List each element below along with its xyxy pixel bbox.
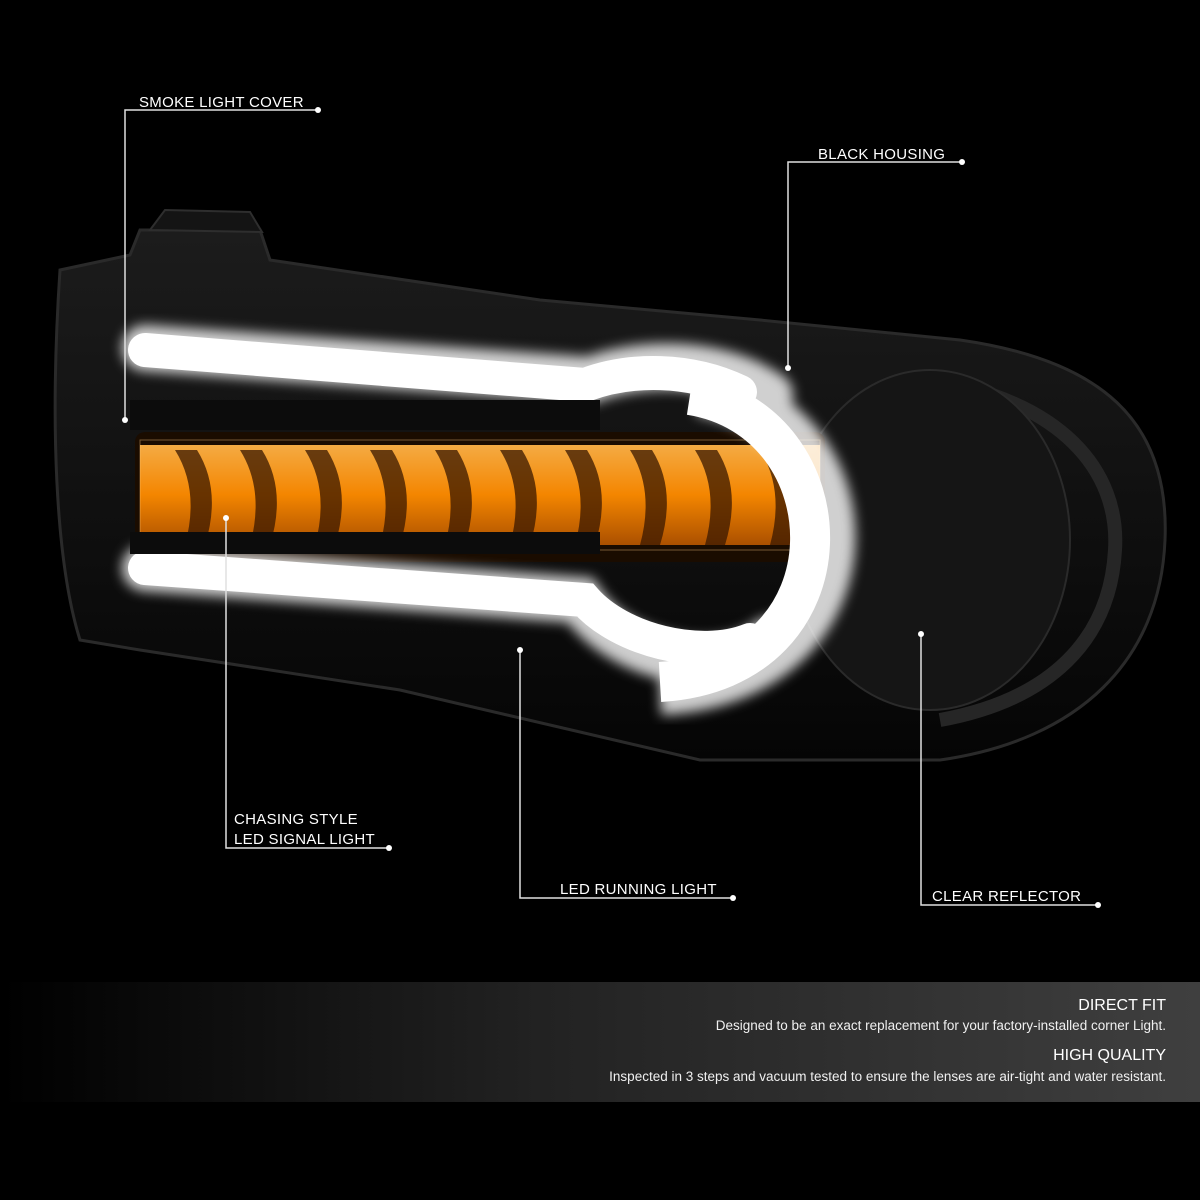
- callout-smoke-light-cover: SMOKE LIGHT COVER: [139, 94, 304, 111]
- callout-led-signal-light: LED SIGNAL LIGHT: [234, 831, 375, 848]
- callout-black-housing: BLACK HOUSING: [818, 146, 946, 163]
- led-running-light: [122, 325, 856, 715]
- callout-lines: [124, 109, 1098, 906]
- chasing-led-signal-light: [135, 432, 825, 562]
- feature-desc-direct-fit: Designed to be an exact replacement for …: [715, 1018, 1166, 1033]
- callout-clear-reflector: CLEAR REFLECTOR: [932, 888, 1082, 905]
- callout-led-running-light: LED RUNNING LIGHT: [560, 881, 717, 898]
- callout-dots: [122, 107, 1101, 908]
- feature-title-direct-fit: DIRECT FIT: [1078, 997, 1166, 1014]
- callout-chasing-style: CHASING STYLE: [234, 811, 358, 828]
- feature-title-high-quality: HIGH QUALITY: [1053, 1047, 1166, 1064]
- feature-band: DIRECT FIT Designed to be an exact repla…: [0, 982, 1200, 1102]
- feature-desc-high-quality: Inspected in 3 steps and vacuum tested t…: [609, 1069, 1166, 1084]
